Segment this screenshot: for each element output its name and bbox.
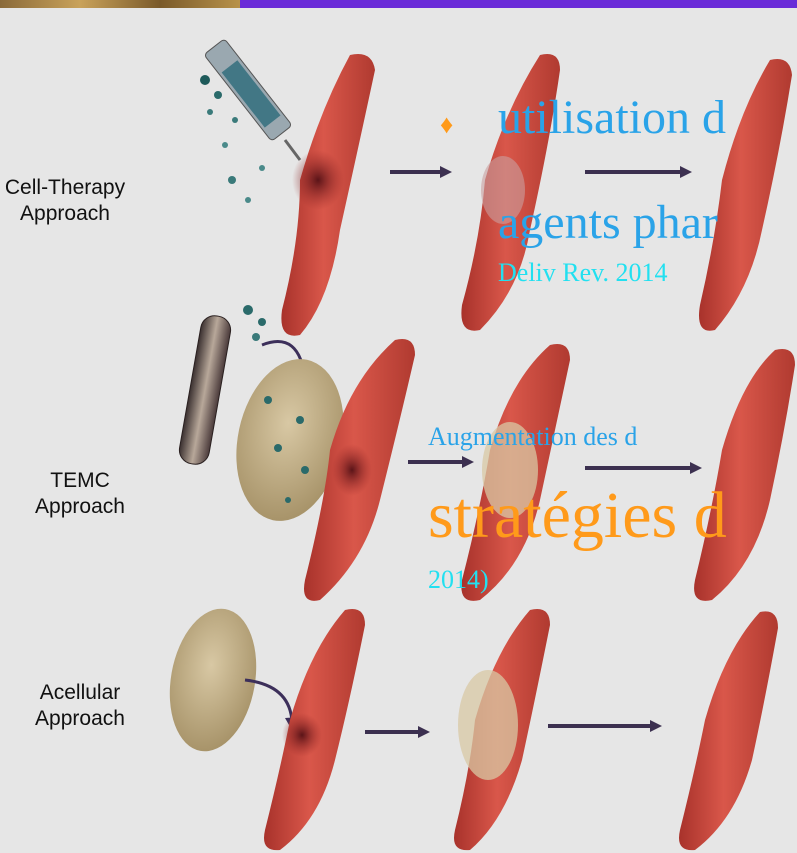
healed-muscle-image (694, 349, 795, 601)
treated-muscle-image (461, 344, 570, 601)
arrow-icon (365, 726, 430, 738)
healed-muscle-image (679, 611, 778, 850)
row-label-line2: Approach (5, 706, 155, 732)
row-label-line1: Cell-Therapy (0, 175, 140, 201)
overlay-line-4: Augmentation des d (428, 422, 637, 452)
treated-muscle-image (454, 609, 550, 850)
row-label-line2: Approach (0, 201, 140, 227)
arrow-icon (585, 462, 702, 474)
row-label-line1: Acellular (5, 680, 155, 706)
overlay-line-1: utilisation d (498, 90, 726, 145)
cell-therapy-label: Cell-Therapy Approach (0, 175, 140, 227)
overlay-line-2: agents phar (498, 195, 718, 250)
arrow-icon (408, 456, 474, 468)
syringe-icon (200, 39, 300, 203)
temc-label: TEMC Approach (5, 468, 155, 520)
top-banner-image (0, 0, 240, 8)
arrow-icon (390, 166, 452, 178)
overlay-line-3: Deliv Rev. 2014 (498, 258, 667, 288)
acellular-label: Acellular Approach (5, 680, 155, 732)
injured-muscle-image (264, 609, 365, 850)
row-label-line2: Approach (5, 494, 155, 520)
injured-muscle-image (281, 54, 375, 336)
overlay-line-5: stratégies d (428, 478, 727, 554)
bullet-icon: ♦ (440, 110, 453, 140)
scaffold-image (159, 602, 299, 758)
row-label-line1: TEMC (5, 468, 155, 494)
overlay-line-6: 2014) (428, 565, 489, 595)
arrow-icon (585, 166, 692, 178)
arrow-icon (548, 720, 662, 732)
